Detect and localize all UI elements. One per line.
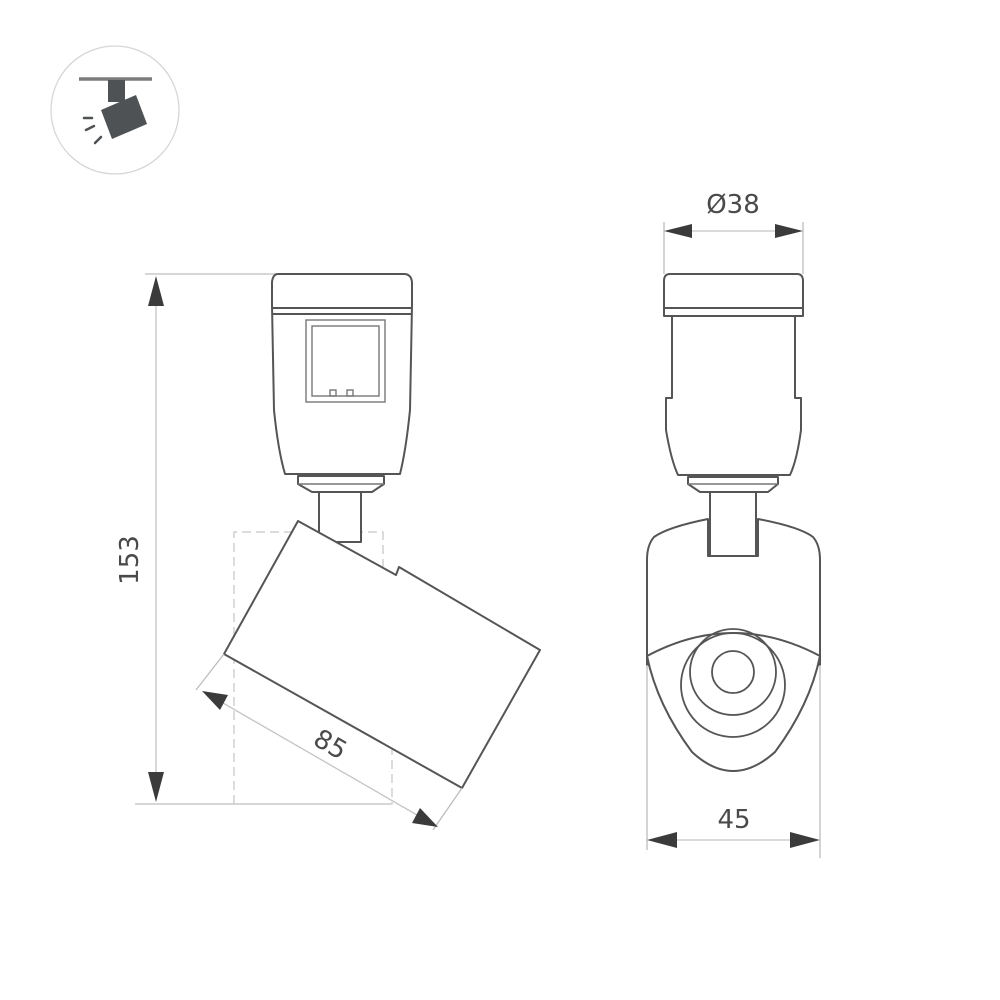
lens-ring-outer — [680, 632, 786, 738]
head-length-dimension-line — [203, 691, 437, 827]
width-label: 45 — [717, 805, 750, 835]
front-adapter-body — [663, 307, 804, 476]
tilted-lamp-head — [223, 520, 541, 789]
lens-ring-middle — [689, 628, 777, 716]
front-adapter-cap — [663, 273, 804, 309]
front-stem — [709, 491, 757, 557]
height-label: 153 — [115, 535, 145, 585]
front-view: Ø38 45 — [646, 190, 821, 858]
stem — [318, 491, 362, 543]
diameter-label: Ø38 — [706, 190, 760, 220]
front-lens-bezel — [646, 632, 821, 772]
track-adapter — [271, 273, 413, 475]
front-head-body — [646, 518, 821, 666]
side-view: 153 85 — [115, 273, 541, 831]
lens-core — [711, 650, 755, 694]
head-length-label: 85 — [308, 724, 352, 767]
track-spotlight-icon — [50, 45, 180, 175]
adapter-label-window — [305, 319, 386, 403]
